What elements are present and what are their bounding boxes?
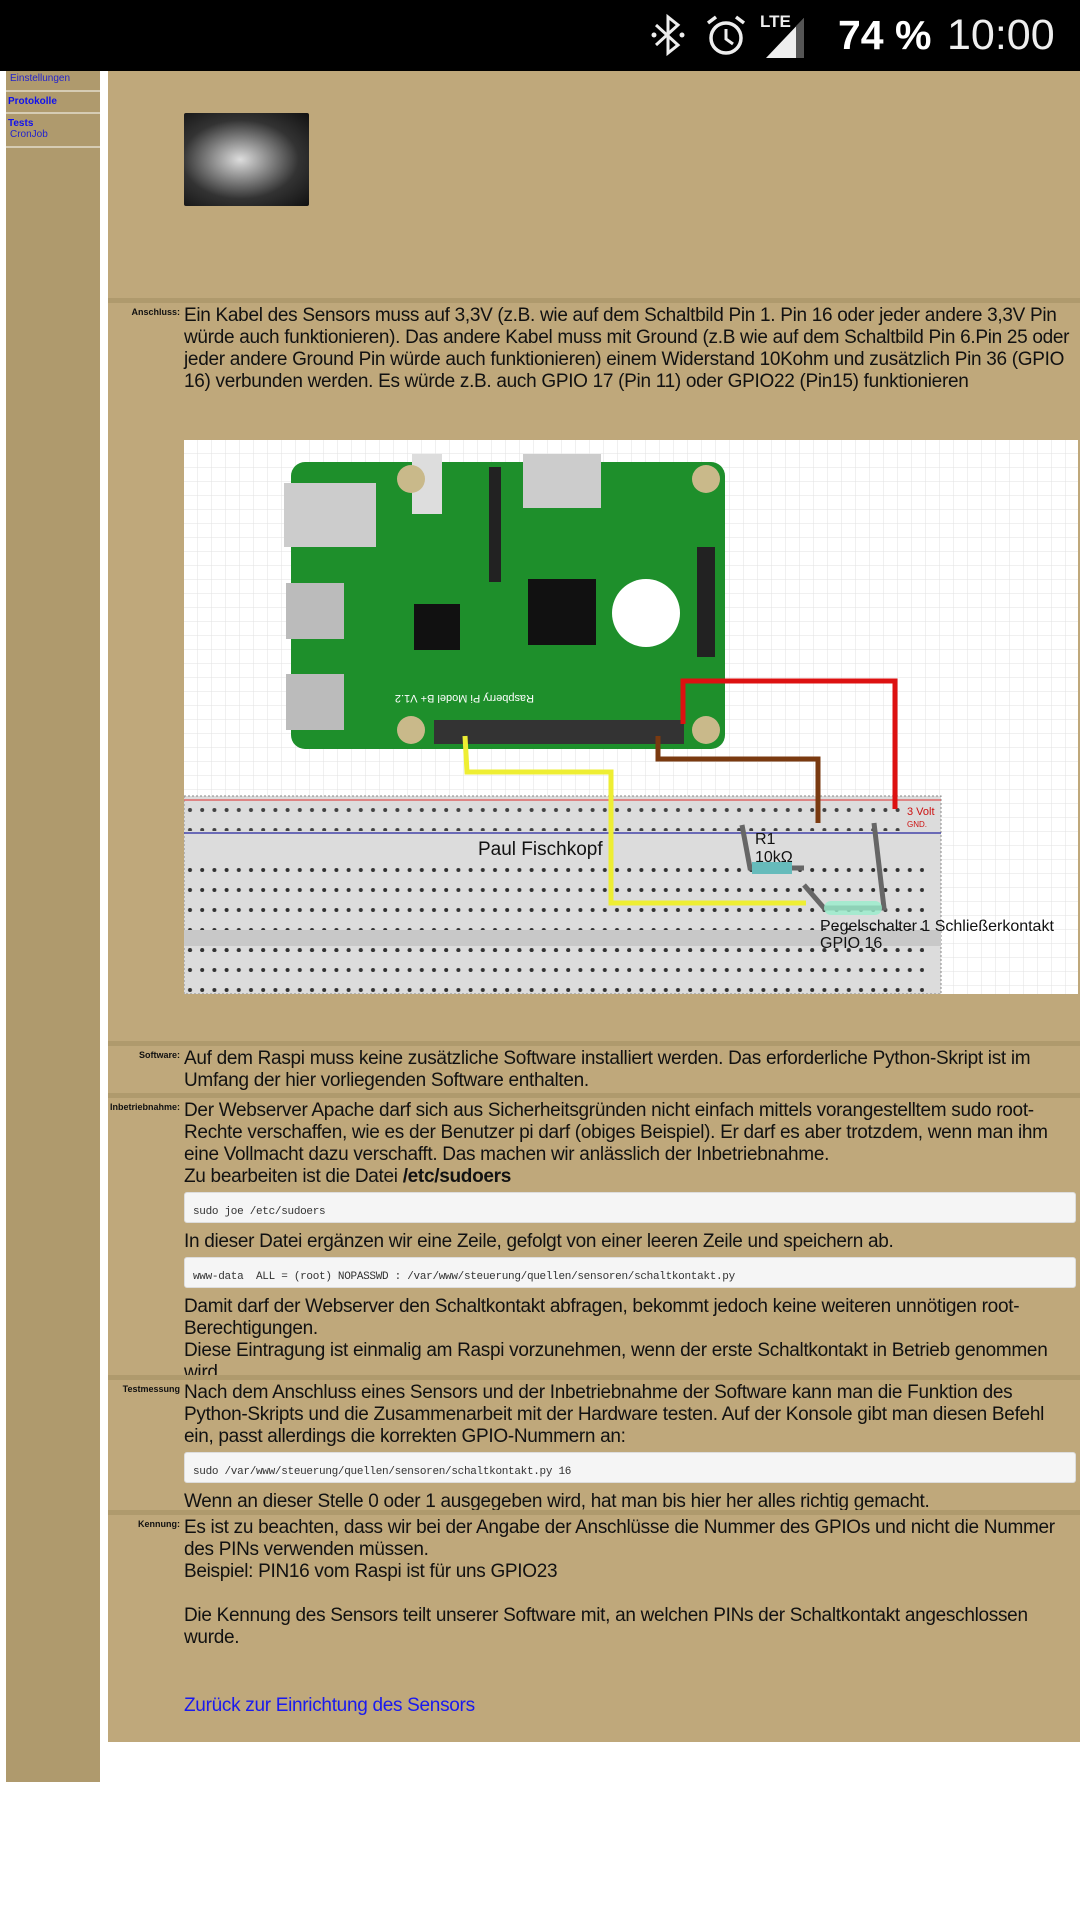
raspberry-pi-board: Raspberry Pi Model B+ V1.2	[284, 454, 725, 749]
section-text: Damit darf der Webserver den Schaltkonta…	[184, 1296, 1020, 1339]
section-text: Wenn an dieser Stelle 0 oder 1 ausgegebe…	[184, 1491, 930, 1512]
section-text: Ein Kabel des Sensors muss auf 3,3V (z.B…	[184, 305, 1070, 392]
section-label: Software:	[138, 1050, 180, 1060]
bluetooth-icon	[650, 10, 686, 60]
alarm-icon	[704, 10, 748, 60]
section-software: Software: Auf dem Raspi muss keine zusät…	[108, 1041, 1080, 1093]
sidebar-item-cronjob[interactable]: CronJob	[10, 129, 48, 140]
section-inbetriebnahme: Inbetriebnahme: Der Webserver Apache dar…	[108, 1093, 1080, 1383]
back-to-sensor-setup-link[interactable]: Zurück zur Einrichtung des Sensors	[184, 1695, 475, 1716]
resistor-value: 10kΩ	[755, 849, 793, 866]
sidebar-item-label: Protokolle	[8, 96, 57, 107]
resistor	[752, 862, 792, 874]
section-kennung: Kennung: Es ist zu beachten, dass wir be…	[108, 1510, 1080, 1742]
section-anschluss: Anschluss: Ein Kabel des Sensors muss au…	[108, 298, 1080, 1041]
code-block: sudo /var/www/steuerung/quellen/sensoren…	[184, 1452, 1076, 1483]
resistor-label: R1	[755, 831, 776, 848]
code-block: www-data ALL = (root) NOPASSWD : /var/ww…	[184, 1257, 1076, 1288]
battery-level: 74 %	[838, 11, 932, 58]
sidebar-item-label: Tests	[8, 118, 34, 129]
switch-label: Pegelschalter 1 Schließerkontakt	[820, 918, 1054, 935]
code-block: sudo joe /etc/sudoers	[184, 1192, 1076, 1223]
section-text: Zu bearbeiten ist die Datei /etc/sudoers	[184, 1166, 512, 1187]
breadboard	[184, 795, 942, 994]
clock: 10:00	[947, 10, 1055, 59]
gnd-label: GND.	[907, 820, 927, 829]
section-text: In dieser Datei ergänzen wir eine Zeile,…	[184, 1231, 894, 1252]
wiring-diagram: Raspberry Pi Model B+ V1.2 Paul Fischkop…	[184, 440, 1078, 994]
section-label: Kennung:	[138, 1519, 180, 1529]
section-text: Es ist zu beachten, dass wir bei der Ang…	[184, 1517, 1055, 1560]
float-switch	[824, 901, 882, 915]
gpio-label: GPIO 16	[820, 935, 882, 952]
sidebar-item-einstellungen[interactable]: Einstellungen	[6, 71, 100, 92]
section-testmessung: Testmessung Nach dem Anschluss eines Sen…	[108, 1375, 1080, 1512]
section-text: Beispiel: PIN16 vom Raspi ist für uns GP…	[184, 1561, 558, 1582]
main-content: Anschluss: Ein Kabel des Sensors muss au…	[108, 71, 1080, 1742]
sensor-photo	[184, 113, 309, 206]
section-label: Testmessung	[122, 1384, 180, 1394]
volt-label: 3 Volt	[907, 806, 935, 818]
section-label: Anschluss:	[131, 307, 180, 317]
sidebar-item-protokolle[interactable]: Protokolle	[6, 92, 100, 114]
section-text: Nach dem Anschluss eines Sensors und der…	[184, 1382, 1045, 1447]
section-label: Inbetriebnahme:	[109, 1102, 180, 1112]
file-name: /etc/sudoers	[402, 1166, 512, 1187]
section-text: Auf dem Raspi muss keine zusätzliche Sof…	[184, 1048, 1031, 1091]
svg-text:Raspberry Pi Model B+ V1.2: Raspberry Pi Model B+ V1.2	[395, 692, 534, 704]
author-label: Paul Fischkopf	[478, 839, 603, 860]
section-text: Die Kennung des Sensors teilt unserer So…	[184, 1605, 1028, 1648]
svg-text:LTE: LTE	[760, 12, 791, 31]
status-bar: LTE 74 % 10:00	[0, 0, 1080, 71]
signal-icon: LTE	[758, 10, 812, 60]
section-text: Der Webserver Apache darf sich aus Siche…	[184, 1100, 1048, 1165]
